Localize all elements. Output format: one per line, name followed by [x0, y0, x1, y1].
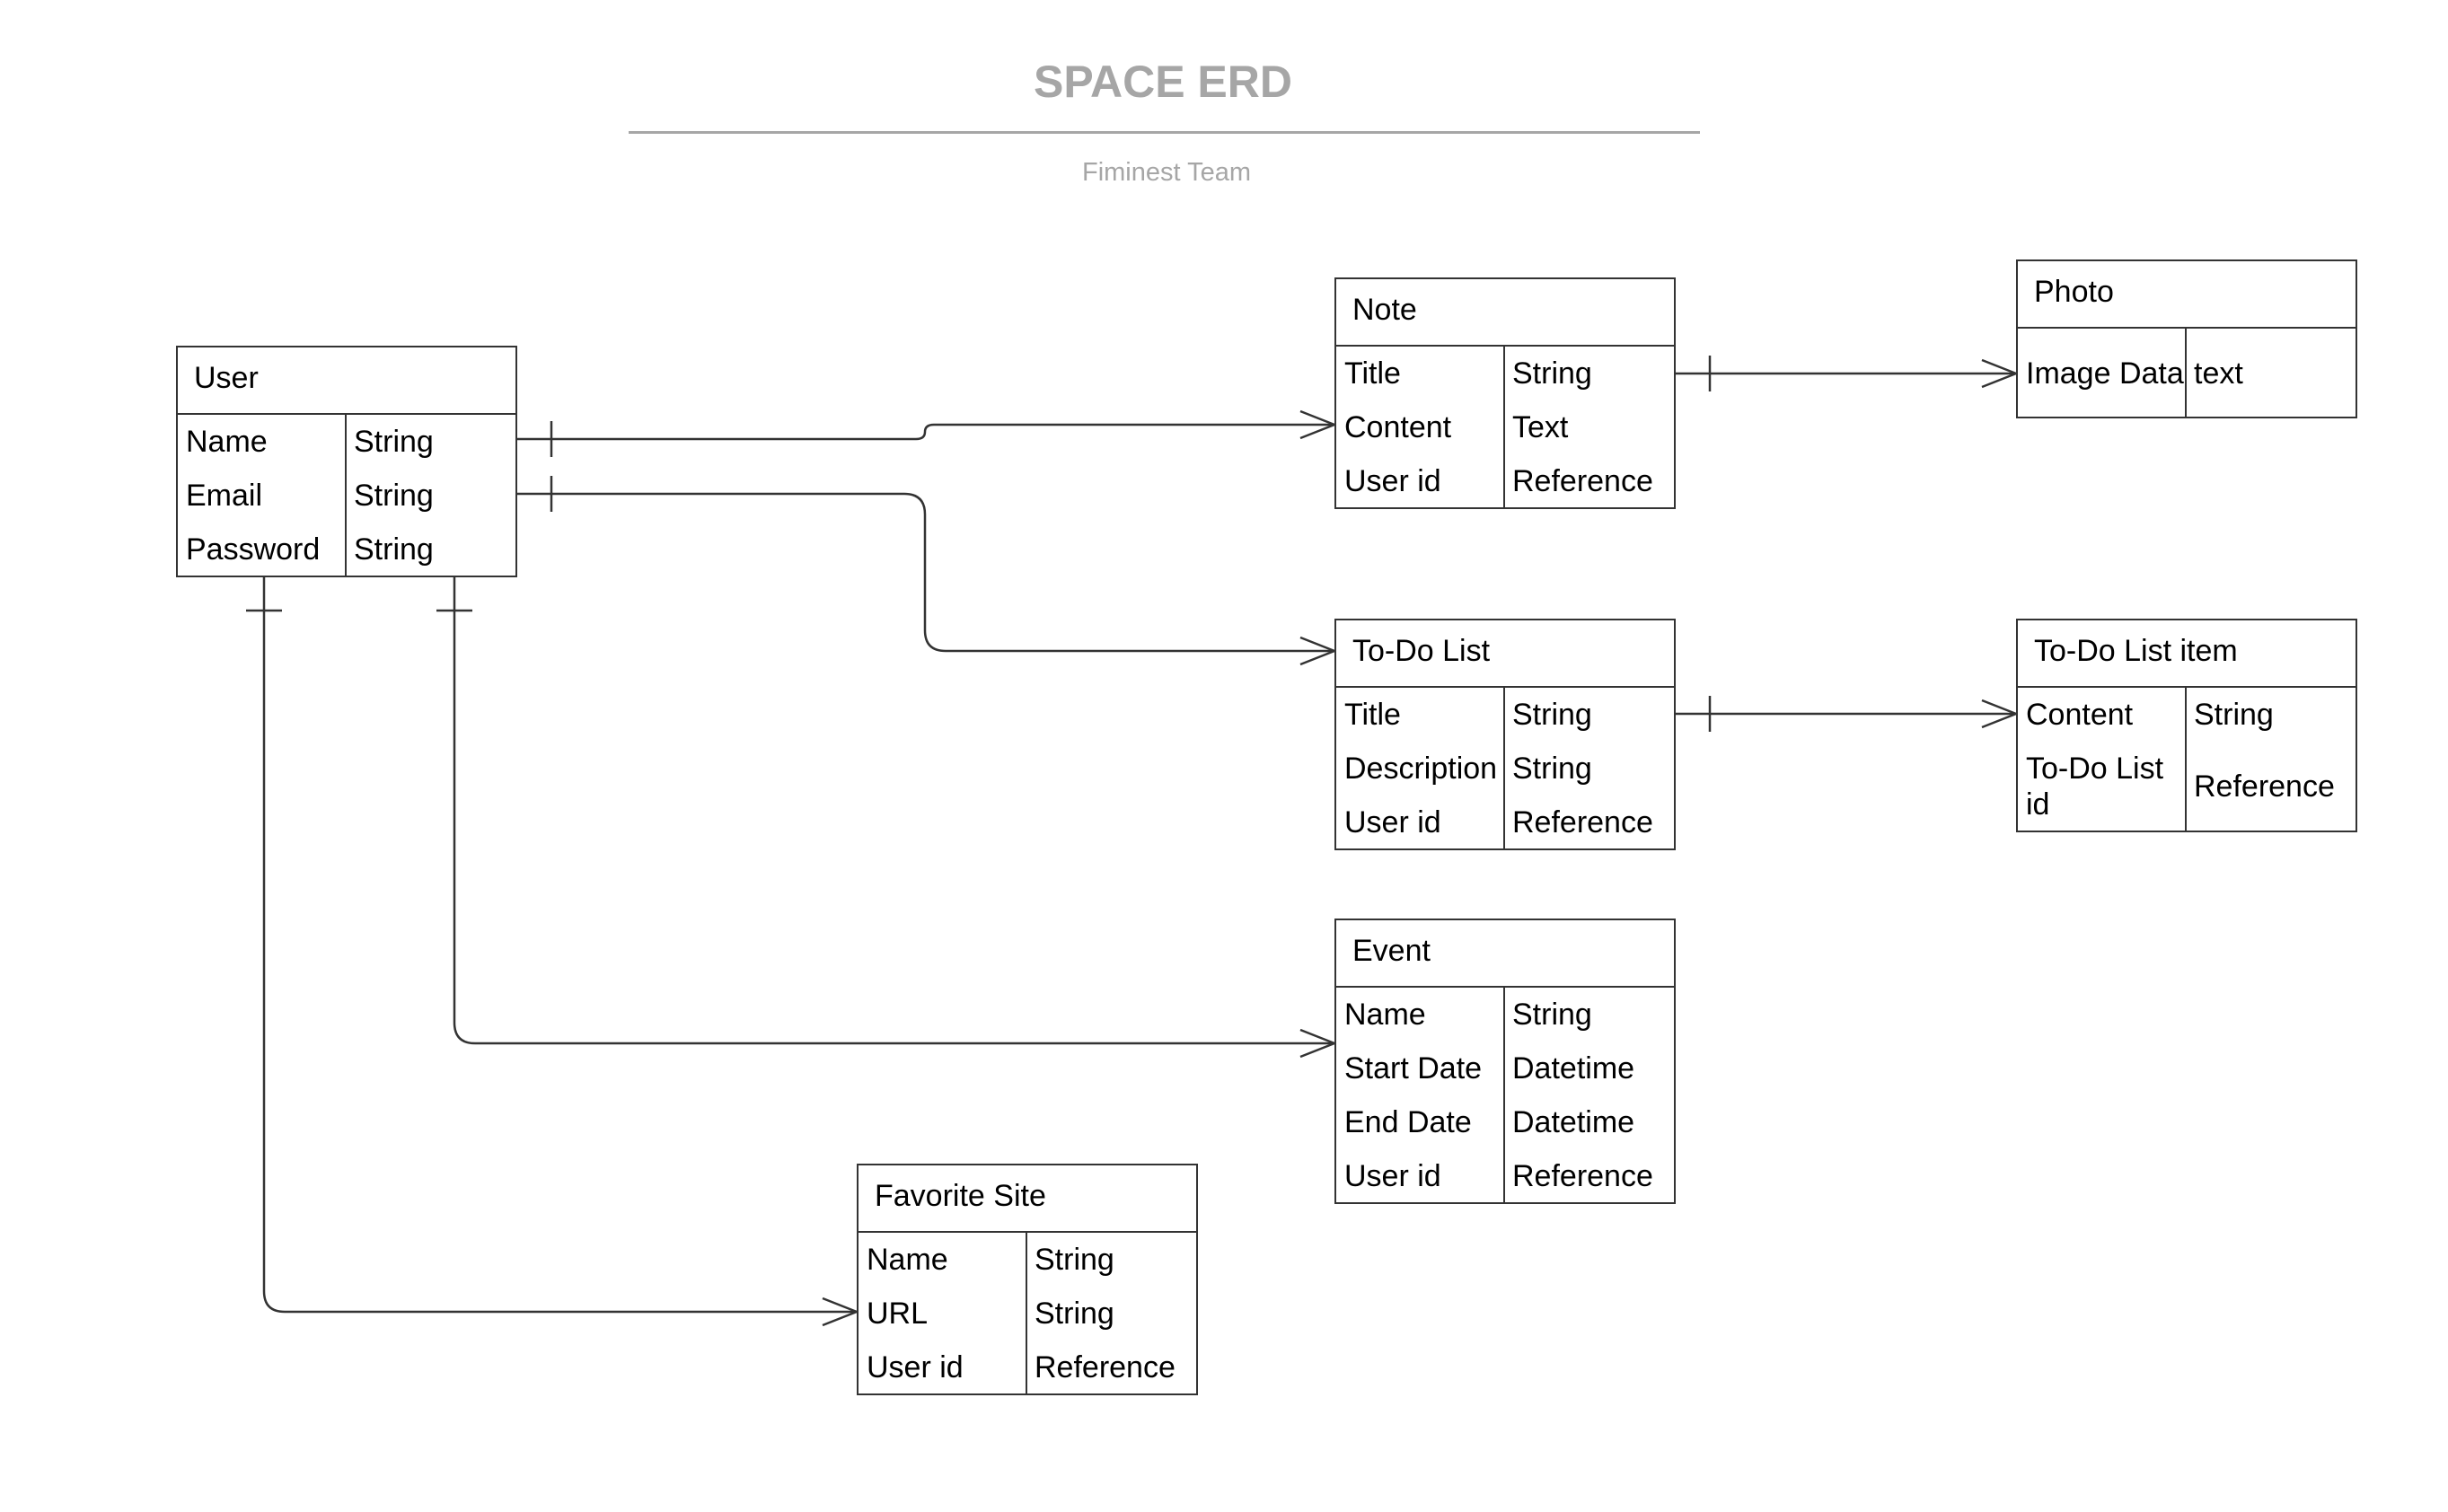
- field-row: Image Data text: [2018, 329, 2356, 418]
- field-type: String: [354, 478, 434, 513]
- entity-todo-list-item-fields: Content String To-Do List id Reference: [2018, 688, 2356, 831]
- field-type: String: [1512, 697, 1592, 732]
- entity-photo-header: Photo: [2018, 261, 2356, 329]
- field-type: String: [1512, 751, 1592, 786]
- field-row: Content String: [2018, 688, 2356, 742]
- field-name: Start Date: [1344, 1051, 1483, 1086]
- entity-note-header: Note: [1336, 279, 1674, 347]
- entity-todo-list-fields: Title String Description String User id …: [1336, 688, 1674, 849]
- field-type: String: [354, 532, 434, 567]
- relationship-user-event[interactable]: [436, 576, 1335, 1059]
- field-type: Reference: [1512, 1158, 1653, 1193]
- field-type: Datetime: [1512, 1104, 1635, 1139]
- field-type: Reference: [1512, 463, 1653, 498]
- field-row: Name String: [178, 415, 515, 469]
- field-name: URL: [867, 1297, 929, 1331]
- entity-event-header: Event: [1336, 920, 1674, 988]
- field-name: User id: [1344, 464, 1441, 498]
- field-name: Description: [1344, 752, 1498, 786]
- entity-note[interactable]: Note Title String Content Text User id R…: [1334, 277, 1676, 509]
- field-name: Title: [1344, 698, 1401, 732]
- field-type: Datetime: [1512, 1050, 1635, 1086]
- field-name: Name: [1344, 998, 1426, 1032]
- field-row: Description String: [1336, 742, 1674, 796]
- field-row: To-Do List id Reference: [2018, 742, 2356, 831]
- title-divider: [629, 131, 1700, 134]
- field-name: Password: [186, 532, 321, 567]
- entity-todo-list-header: To-Do List: [1336, 620, 1674, 688]
- field-row: Title String: [1336, 688, 1674, 742]
- entity-todo-list-item[interactable]: To-Do List item Content String To-Do Lis…: [2016, 619, 2357, 832]
- field-name: End Date: [1344, 1105, 1472, 1139]
- field-type: Reference: [2194, 769, 2335, 804]
- entity-user[interactable]: User Name String Email String Password S…: [176, 346, 517, 577]
- field-name: Content: [1344, 410, 1452, 444]
- entity-favorite-site[interactable]: Favorite Site Name String URL String Use…: [857, 1164, 1198, 1395]
- entity-todo-list-item-header: To-Do List item: [2018, 620, 2356, 688]
- field-name: Title: [1344, 356, 1401, 391]
- entity-note-fields: Title String Content Text User id Refere…: [1336, 347, 1674, 508]
- relationship-note-photo[interactable]: [1676, 356, 2017, 391]
- diagram-title: SPACE ERD: [1033, 57, 1292, 107]
- field-row: Password String: [178, 523, 515, 576]
- field-row: URL String: [859, 1287, 1196, 1341]
- field-type: String: [2194, 697, 2274, 732]
- field-row: Email String: [178, 469, 515, 523]
- relationship-user-favorite-site[interactable]: [246, 576, 858, 1327]
- entity-event[interactable]: Event Name String Start Date Datetime En…: [1334, 919, 1676, 1204]
- field-name: To-Do List id: [2026, 752, 2164, 822]
- entity-favorite-site-header: Favorite Site: [859, 1165, 1196, 1233]
- entity-event-fields: Name String Start Date Datetime End Date…: [1336, 988, 1674, 1203]
- field-row: Name String: [1336, 988, 1674, 1042]
- field-type: Reference: [1035, 1349, 1176, 1385]
- field-name: Content: [2026, 698, 2134, 732]
- field-type: text: [2194, 356, 2243, 391]
- field-row: User id Reference: [1336, 454, 1674, 508]
- field-type: Text: [1512, 409, 1569, 444]
- entity-photo-fields: Image Data text: [2018, 329, 2356, 418]
- field-type: String: [1035, 1296, 1114, 1331]
- relationship-user-note[interactable]: [517, 409, 1335, 457]
- field-row: User id Reference: [859, 1341, 1196, 1394]
- field-row: User id Reference: [1336, 796, 1674, 849]
- field-name: Image Data: [2026, 356, 2184, 391]
- field-type: String: [1512, 356, 1592, 391]
- field-row: Start Date Datetime: [1336, 1042, 1674, 1095]
- relationship-todo-list-item[interactable]: [1676, 696, 2017, 732]
- field-row: Title String: [1336, 347, 1674, 400]
- field-row: Content Text: [1336, 400, 1674, 454]
- field-type: Reference: [1512, 804, 1653, 840]
- entity-todo-list[interactable]: To-Do List Title String Description Stri…: [1334, 619, 1676, 850]
- field-type: String: [1035, 1242, 1114, 1277]
- entity-user-fields: Name String Email String Password String: [178, 415, 515, 576]
- field-row: User id Reference: [1336, 1149, 1674, 1203]
- entity-favorite-site-fields: Name String URL String User id Reference: [859, 1233, 1196, 1394]
- diagram-subtitle: Fiminest Team: [1081, 158, 1252, 187]
- entity-user-header: User: [178, 347, 515, 415]
- field-row: Name String: [859, 1233, 1196, 1287]
- field-type: String: [354, 424, 434, 459]
- field-name: User id: [1344, 1159, 1441, 1193]
- field-type: String: [1512, 997, 1592, 1032]
- field-name: Name: [867, 1243, 948, 1277]
- field-row: End Date Datetime: [1336, 1095, 1674, 1149]
- relationship-user-todo-list[interactable]: [517, 476, 1335, 666]
- field-name: User id: [867, 1350, 964, 1385]
- field-name: Email: [186, 479, 263, 513]
- field-name: User id: [1344, 805, 1441, 840]
- field-name: Name: [186, 425, 268, 459]
- entity-photo[interactable]: Photo Image Data text: [2016, 259, 2357, 418]
